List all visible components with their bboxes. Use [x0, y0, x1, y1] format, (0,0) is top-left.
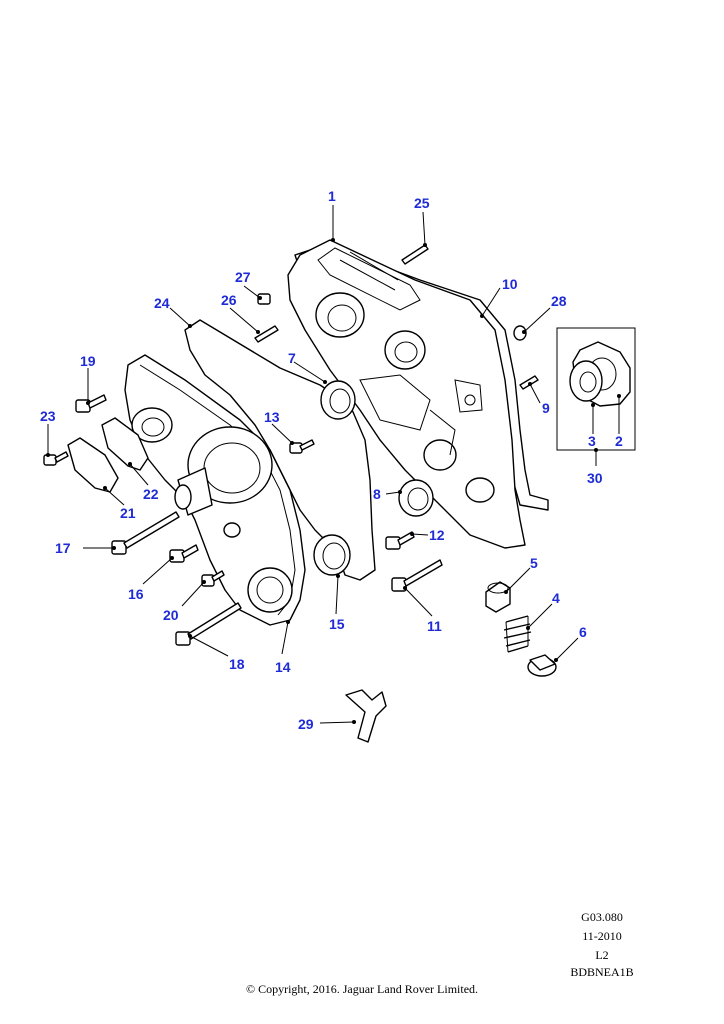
part-28-washer[interactable] [513, 325, 527, 341]
drawing-code: BDBNEA1B [570, 965, 634, 979]
callout-23: 23 [40, 408, 56, 424]
callout-13: 13 [264, 409, 280, 425]
callout-25: 25 [414, 195, 430, 211]
part-4-spring[interactable] [503, 615, 532, 653]
callout-12: 12 [429, 527, 445, 543]
callout-26: 26 [221, 292, 237, 308]
part-14-front-cover[interactable] [124, 354, 306, 626]
callout-30: 30 [587, 470, 603, 486]
part-19-bolt[interactable] [75, 394, 107, 413]
callout-22: 22 [143, 486, 159, 502]
part-13-bolt[interactable] [289, 439, 315, 454]
callout-14: 14 [275, 659, 291, 675]
part-1-rear-timing-case[interactable] [287, 239, 526, 549]
part-3-rotor[interactable] [569, 360, 603, 402]
part-6-plug[interactable] [527, 654, 557, 677]
leader-lines [47, 205, 620, 724]
callout-8: 8 [373, 486, 381, 502]
drawing-date: 11-2010 [582, 929, 622, 943]
callout-21: 21 [120, 505, 136, 521]
copyright-notice: © Copyright, 2016. Jaguar Land Rover Lim… [245, 982, 479, 996]
callout-18: 18 [229, 656, 245, 672]
part-26-stud[interactable] [254, 325, 279, 343]
callout-9: 9 [542, 400, 550, 416]
callout-27: 27 [235, 269, 251, 285]
callout-7: 7 [288, 350, 296, 366]
part-11-bolt[interactable] [391, 559, 443, 592]
part-22-gasket[interactable] [101, 417, 149, 471]
part-12-bolt[interactable] [385, 531, 415, 550]
leader-dots [46, 238, 621, 724]
drawing-level: L2 [595, 948, 609, 962]
drawing-reference: G03.080 [581, 910, 623, 924]
part-25-stud[interactable] [401, 244, 429, 265]
part-17-bolt[interactable] [111, 511, 180, 555]
callout-29: 29 [298, 716, 314, 732]
part-29-bracket[interactable] [345, 689, 387, 743]
callout-28: 28 [551, 293, 567, 309]
callout-17: 17 [55, 540, 71, 556]
part-5-plunger[interactable] [485, 581, 511, 613]
part-7-oil-seal[interactable] [320, 380, 356, 420]
part-18-bolt[interactable] [175, 602, 242, 646]
callout-24: 24 [154, 295, 170, 311]
callout-11: 11 [427, 618, 442, 634]
callout-19: 19 [80, 353, 96, 369]
callout-10: 10 [502, 276, 518, 292]
part-15-oil-seal[interactable] [313, 534, 351, 576]
callout-6: 6 [579, 624, 587, 640]
callout-3: 3 [588, 433, 596, 449]
part-8-oil-seal[interactable] [398, 479, 434, 517]
callout-numbers: 1 25 27 26 24 10 28 7 9 19 23 13 8 12 22… [40, 188, 623, 732]
callout-1: 1 [328, 188, 336, 204]
callout-16: 16 [128, 586, 144, 602]
callout-4: 4 [552, 590, 560, 606]
part-21-cover-plate[interactable] [67, 437, 119, 493]
callout-15: 15 [329, 616, 345, 632]
callout-5: 5 [530, 555, 538, 571]
callout-2: 2 [615, 433, 623, 449]
callout-20: 20 [163, 607, 179, 623]
part-16-bolt[interactable] [169, 544, 199, 563]
